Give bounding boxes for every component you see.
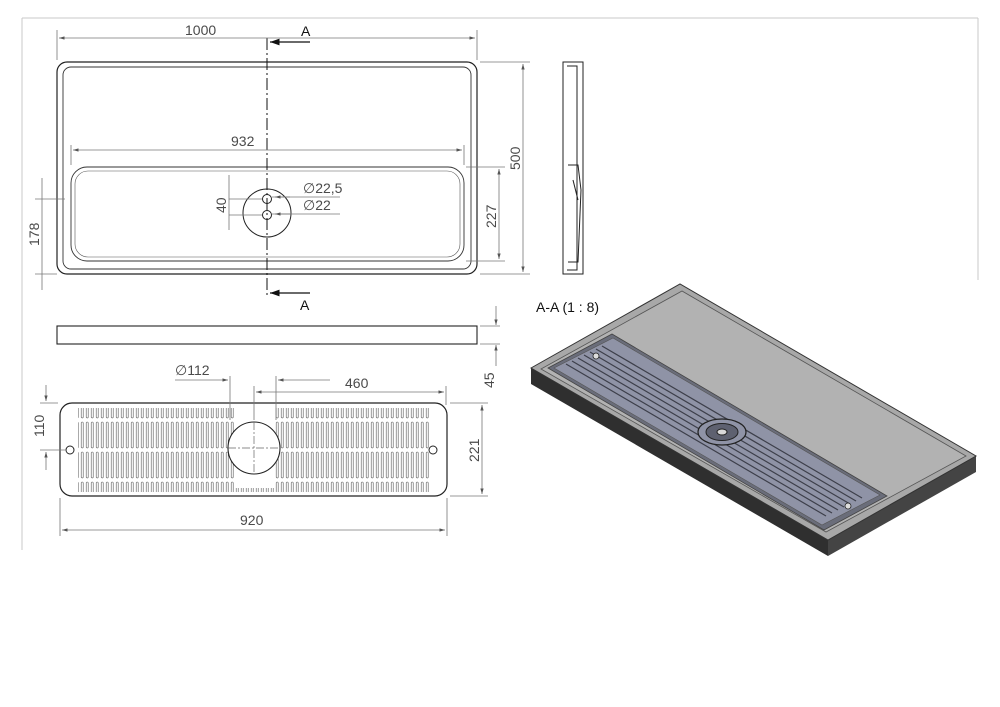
grate-view	[59, 402, 448, 497]
dim-dia-outer: ∅22,5	[303, 180, 343, 196]
dim-thickness: 45	[481, 372, 497, 388]
dim-recess-width: 932	[231, 133, 255, 149]
plan-view	[56, 38, 478, 298]
dim-overall-depth: 500	[507, 146, 523, 170]
dim-dia-inner: ∅22	[303, 197, 331, 213]
dim-grate-hole-dia: ∅112	[175, 362, 210, 378]
dim-overall-width: 1000	[185, 22, 216, 38]
dim-grate-half: 460	[345, 375, 369, 391]
dim-recess-depth: 227	[483, 204, 499, 228]
grate-dimension-lines	[40, 376, 488, 536]
plan-dimension-lines	[35, 30, 530, 290]
dim-grate-height-221: 221	[466, 438, 482, 462]
dim-grate-height-110: 110	[31, 414, 47, 437]
section-marker-top: A	[301, 23, 311, 39]
section-view-title: A-A (1 : 8)	[536, 299, 599, 315]
section-view-panel	[517, 280, 980, 556]
dim-offset-178: 178	[26, 222, 42, 246]
side-view-right	[562, 61, 584, 275]
section-arrows	[270, 38, 310, 297]
front-view	[56, 306, 500, 366]
dim-grate-length: 920	[240, 512, 264, 528]
section-marker-bottom: A	[300, 297, 310, 313]
dim-offset-40: 40	[213, 197, 229, 213]
